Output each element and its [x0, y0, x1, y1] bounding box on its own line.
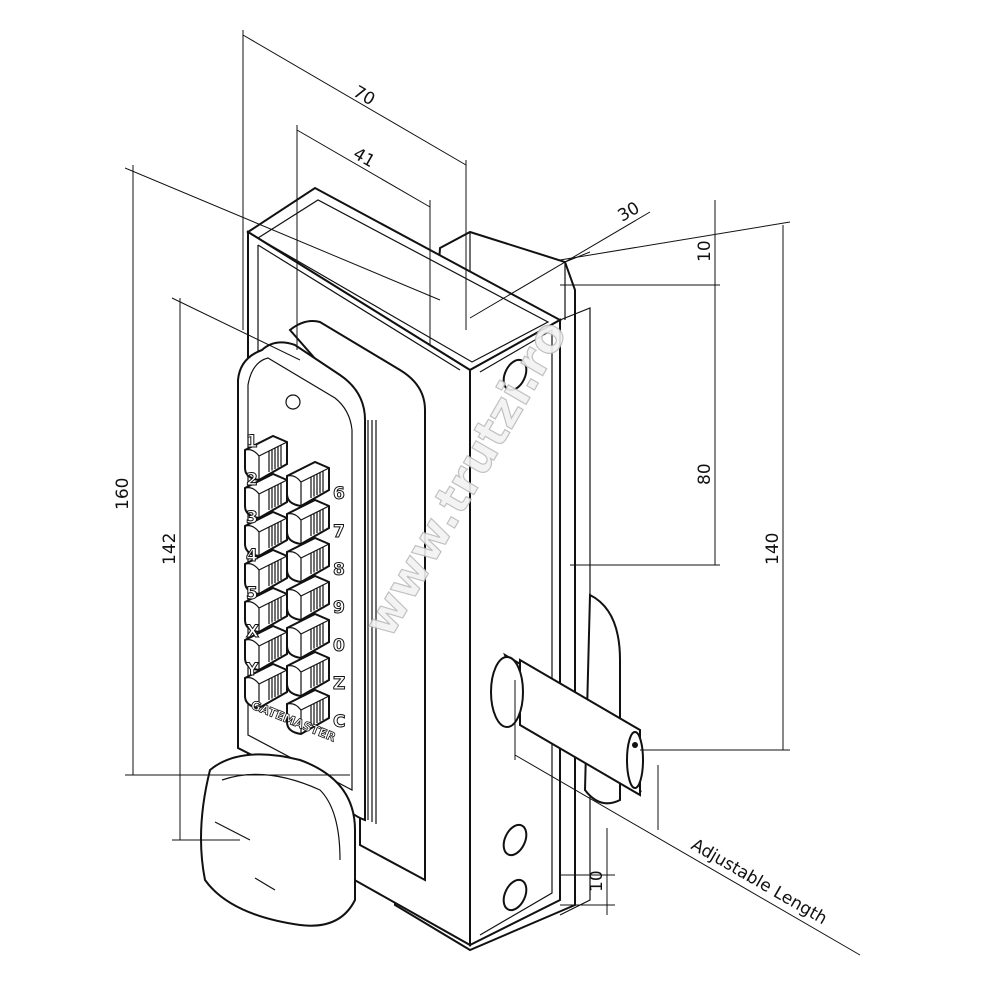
keypad-key-9[interactable]: 9: [286, 574, 345, 622]
dim-30: 30: [615, 198, 644, 226]
key-label: 7: [333, 522, 345, 542]
key-label: 4: [246, 546, 258, 566]
keypad-key-C[interactable]: C: [286, 688, 346, 736]
keypad-key-0[interactable]: 0: [286, 612, 346, 660]
key-label: 2: [246, 470, 258, 490]
key-label: 6: [333, 484, 345, 504]
keypad-key-1[interactable]: 1: [244, 432, 288, 482]
turn-knob[interactable]: [200, 753, 356, 927]
key-label: 9: [333, 598, 345, 618]
keypad-key-8[interactable]: 8: [286, 536, 345, 584]
key-label: 1: [246, 432, 258, 452]
key-label: 8: [333, 560, 345, 580]
key-label: X: [246, 622, 259, 642]
keypad-key-4[interactable]: 4: [244, 546, 288, 596]
dim-10-top: 10: [695, 240, 715, 262]
mounting-hole-top: [502, 358, 528, 392]
dim-80: 80: [695, 463, 715, 485]
key-label: Y: [245, 660, 259, 680]
keypad-key-X[interactable]: X: [244, 622, 288, 672]
dim-142: 142: [160, 533, 180, 565]
keypad-key-Z[interactable]: Z: [286, 650, 346, 698]
key-label: 5: [246, 584, 258, 604]
key-label: 3: [246, 508, 258, 528]
keypad-key-6[interactable]: 6: [286, 460, 345, 508]
dim-160: 160: [113, 478, 133, 510]
dim-140: 140: [763, 533, 783, 565]
key-label: Z: [333, 674, 345, 694]
mounting-hole-middle: [502, 823, 528, 857]
keypad-key-5[interactable]: 5: [244, 584, 288, 634]
keypad-key-Y[interactable]: Y: [244, 660, 288, 710]
dimension-lines: [124, 30, 861, 956]
keypad-key-2[interactable]: 2: [244, 470, 288, 520]
keypad-key-3[interactable]: 3: [244, 508, 288, 558]
dim-10-bottom: 10: [587, 870, 607, 892]
dim-41: 41: [350, 144, 379, 172]
key-label: 0: [333, 636, 345, 656]
dim-adjustable-length: Adjustable Length: [688, 835, 831, 929]
lock-bolt: [490, 593, 644, 805]
keypad-key-7[interactable]: 7: [286, 498, 345, 546]
mounting-holes: [502, 358, 528, 912]
mounting-hole-bottom: [502, 878, 528, 912]
dim-70: 70: [350, 82, 379, 110]
key-label: C: [333, 712, 345, 732]
